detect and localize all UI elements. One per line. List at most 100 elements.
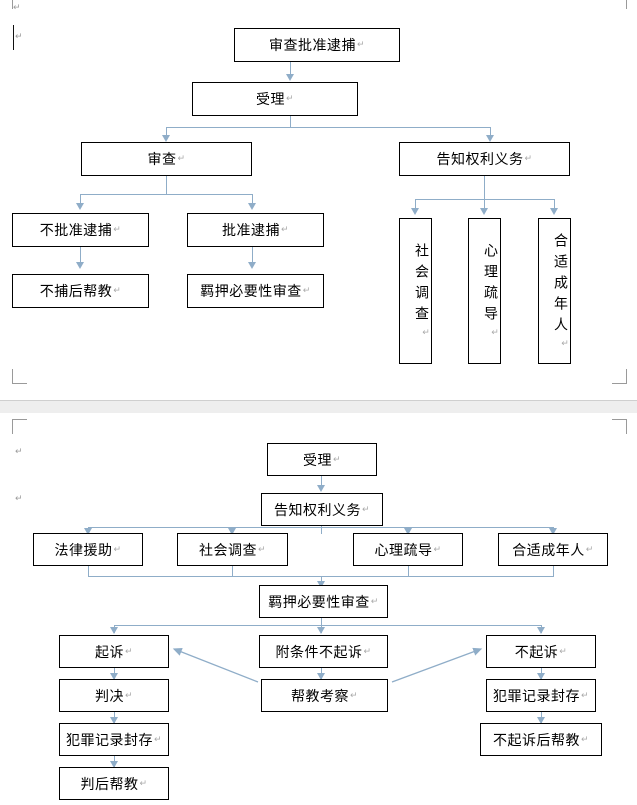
node-seal-criminal-record-right[interactable]: 犯罪记录封存↵: [486, 679, 596, 712]
node-label: 告知权利义务: [273, 502, 361, 519]
node-label: 审查批准逮捕: [268, 38, 356, 54]
paragraph-mark-icon: ↵: [363, 646, 372, 657]
paragraph-mark-icon: ↵: [113, 286, 122, 296]
arrow-down-icon: [162, 135, 170, 142]
paragraph-mark-icon: ↵: [124, 646, 134, 657]
paragraph-mark-icon: ↵: [580, 734, 590, 745]
node-social-investigation-vertical[interactable]: 社会调查↵: [399, 218, 432, 364]
node-label: 合适成年人: [552, 232, 568, 338]
node-post-non-arrest-assistance[interactable]: 不捕后帮教↵: [12, 274, 149, 308]
connector-merge-drop-1: [88, 566, 90, 577]
connector-outcomes-bus: [114, 625, 541, 627]
connector-examination-bus: [80, 194, 253, 196]
node-inform-rights-obligations[interactable]: 告知权利义务↵: [399, 142, 570, 176]
node-label: 审查: [147, 152, 177, 168]
node-conditional-non-prosecution[interactable]: 附条件不起诉↵: [259, 635, 388, 668]
paragraph-mark-icon: ↵: [421, 328, 431, 345]
node-label: 犯罪记录封存: [65, 732, 153, 749]
connector-inform-branch-left: [415, 199, 417, 211]
node-label: 社会调查: [198, 542, 257, 559]
arrow-down-icon: [286, 74, 294, 81]
arrow-down-icon: [110, 761, 118, 768]
page1-crop-mark-bottom-left: [12, 369, 27, 384]
arrow-down-icon: [84, 528, 92, 535]
paragraph-mark-icon: ↵: [139, 778, 148, 789]
node-judgment[interactable]: 判决↵: [59, 679, 169, 712]
node-label: 判后帮教: [80, 776, 139, 793]
node-label: 犯罪记录封存: [492, 688, 580, 705]
paragraph-mark-icon: ↵: [361, 504, 371, 515]
node-psychological-counseling-vertical[interactable]: 心理疏导↵: [468, 218, 501, 364]
connector-examination-branch-right: [252, 194, 254, 206]
connector-inform-stem: [484, 176, 486, 200]
arrow-down-icon: [549, 528, 557, 535]
node-label: 不批准逮捕: [39, 223, 113, 239]
arrow-down-icon: [76, 262, 84, 269]
arrow-down-icon: [537, 627, 545, 634]
node-prosecute[interactable]: 起诉↵: [59, 635, 169, 668]
connector-examination-branch-left: [80, 194, 82, 206]
paragraph-mark-icon: ↵: [349, 690, 359, 701]
node-psychological-counseling[interactable]: 心理疏导↵: [353, 533, 463, 566]
node-label: 不起诉后帮教: [492, 732, 580, 749]
node-label: 批准逮捕: [221, 223, 280, 239]
diagonal-connectors: [172, 647, 483, 683]
paragraph-mark: ↵: [13, 3, 21, 13]
node-deny-arrest-approval[interactable]: 不批准逮捕↵: [12, 213, 149, 247]
node-approve-arrest[interactable]: 批准逮捕↵: [187, 213, 324, 247]
node-label: 告知权利义务: [436, 152, 524, 168]
page1-crop-mark-bottom-right: [612, 369, 627, 384]
paragraph-mark-icon: ↵: [580, 690, 590, 701]
connector-services-bus: [88, 527, 553, 529]
paragraph-mark-icon: ↵: [113, 225, 122, 235]
node-supervision-assessment[interactable]: 帮教考察↵: [261, 679, 388, 712]
arrow-down-icon: [110, 673, 118, 680]
node-accept-case[interactable]: 受理↵: [192, 82, 358, 116]
connector-merge-drop-4: [553, 566, 555, 577]
node-label: 判决: [94, 688, 124, 705]
arrow-down-icon: [317, 485, 325, 492]
node-appropriate-adult[interactable]: 合适成年人↵: [498, 533, 608, 566]
page2-crop-mark-top-left: [12, 419, 27, 434]
node-appropriate-adult-vertical[interactable]: 合适成年人↵: [538, 218, 571, 364]
node-label: 合适成年人: [512, 542, 585, 559]
node-examination[interactable]: 审查↵: [81, 142, 252, 176]
arrow-down-icon: [248, 203, 256, 210]
arrow-down-icon: [110, 627, 118, 634]
node-label: 心理疏导: [374, 542, 433, 559]
paragraph-mark-icon: ↵: [177, 154, 186, 164]
arrow-down-icon: [317, 673, 325, 680]
node-detention-necessity-review[interactable]: 羁押必要性审查↵: [187, 274, 324, 308]
page1-crop-mark-top-left: [12, 0, 27, 9]
arrow-down-icon: [317, 581, 325, 588]
node-non-prosecution[interactable]: 不起诉↵: [486, 635, 596, 668]
arrow-down-icon: [228, 528, 236, 535]
paragraph-mark-icon: ↵: [113, 544, 122, 555]
arrow-down-icon: [317, 627, 325, 634]
node-seal-criminal-record-left[interactable]: 犯罪记录封存↵: [59, 723, 169, 756]
paragraph-mark-icon: ↵: [560, 338, 570, 356]
arrow-supervision-to-prosecute: [172, 647, 259, 683]
page2-crop-mark-top-right: [612, 419, 627, 434]
node-post-non-prosecution-assistance[interactable]: 不起诉后帮教↵: [480, 723, 602, 756]
connector-accept-branch-left: [166, 127, 168, 138]
node-label: 羁押必要性审查: [268, 594, 370, 611]
node-social-investigation[interactable]: 社会调查↵: [177, 533, 288, 566]
node-inform-rights-obligations-2[interactable]: 告知权利义务↵: [261, 493, 383, 526]
node-label: 受理: [302, 452, 332, 469]
paragraph-mark-icon: ↵: [524, 154, 533, 164]
arrow-down-icon: [486, 135, 494, 142]
node-accept-case-2[interactable]: 受理↵: [267, 443, 377, 476]
arrow-down-icon: [537, 717, 545, 724]
node-label: 附条件不起诉: [275, 644, 363, 661]
node-legal-aid[interactable]: 法律援助↵: [33, 533, 143, 566]
node-label: 心理疏导: [482, 243, 498, 327]
node-post-judgment-assistance[interactable]: 判后帮教↵: [59, 767, 169, 800]
node-detention-necessity-review-2[interactable]: 羁押必要性审查↵: [259, 585, 388, 618]
arrow-supervision-to-nonprosecution: [391, 647, 483, 683]
node-review-approve-arrest[interactable]: 审查批准逮捕↵: [234, 28, 400, 62]
arrow-down-icon: [480, 208, 488, 215]
arrow-down-icon: [248, 262, 256, 269]
paragraph-mark-icon: ↵: [433, 544, 442, 555]
